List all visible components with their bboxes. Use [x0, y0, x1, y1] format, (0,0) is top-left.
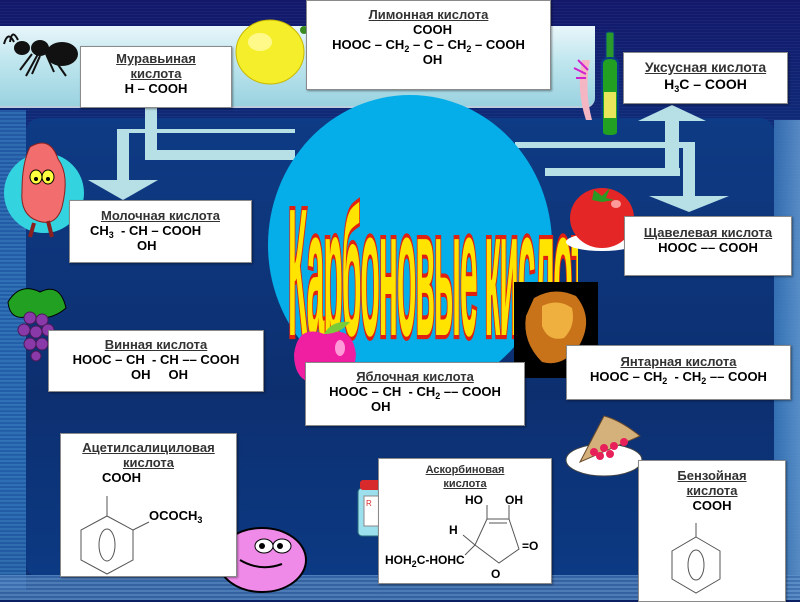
- tartaric-acid-main-chain: HOOC – CH - CH –– COOH: [72, 352, 240, 367]
- tartaric-acid-box: Винная кислота HOOC – CH - CH –– COOH OH…: [48, 330, 264, 392]
- citric-acid-name: Лимонная кислота: [368, 7, 489, 22]
- ascorbic-keto-label: =O: [522, 539, 539, 553]
- malic-acid-box: Яблочная кислота HOOC – CH - CH2 –– COOH…: [305, 362, 525, 426]
- tartaric-acid-bottom-groups: OH OH: [131, 367, 189, 382]
- ascorbic-acid-name-1: Аскорбиновая: [425, 464, 505, 476]
- acetylsalicylic-side-group: OCOCH3: [149, 508, 203, 525]
- ascorbic-ho-label: HO: [465, 493, 483, 507]
- benzoic-acid-name-1: Бензойная: [677, 468, 747, 483]
- acetylsalicylic-acid-box: Ацетилсалициловая кислота COOH OCOCH3: [60, 433, 237, 577]
- benzene-ring-structure: [80, 496, 150, 575]
- acetylsalicylic-acid-name-1: Ацетилсалициловая: [82, 440, 215, 455]
- lactic-acid-main-chain: CH3 - CH – COOH: [90, 223, 202, 240]
- benzoic-top-group: COOH: [692, 498, 732, 513]
- oxalic-acid-box: Щавелевая кислота HOOC –– COOH: [624, 216, 792, 276]
- ascorbic-acid-box: Аскорбиновая кислота HO OH H =O O HOH2C-…: [378, 458, 552, 584]
- benzoic-benzene-ring: [671, 523, 721, 594]
- succinic-acid-box: Янтарная кислота HOOC – CH2 - CH2 –– COO…: [566, 345, 791, 400]
- citric-acid-top-group: COOH: [413, 22, 452, 37]
- benzoic-acid-name-2: кислота: [686, 483, 738, 498]
- citric-acid-bottom-group: OH: [422, 52, 443, 67]
- grapes-icon: [7, 288, 67, 362]
- formic-acid-formula: H – COOH: [124, 81, 188, 96]
- lactic-acid-bottom-group: OH: [137, 238, 157, 253]
- pie-icon: [565, 415, 643, 477]
- lactic-acid-name: Молочная кислота: [100, 208, 220, 223]
- ascorbic-acid-name-2: кислота: [443, 478, 487, 490]
- oxalic-acid-formula: HOOC –– COOH: [658, 240, 758, 255]
- citric-acid-box: Лимонная кислота COOH HOOC – CH2 – C – C…: [306, 0, 551, 90]
- formic-acid-name-1: Муравьиная: [116, 51, 196, 66]
- acetylsalicylic-top-group: COOH: [102, 470, 141, 485]
- formic-acid-name-2: кислота: [130, 66, 182, 81]
- oxalic-acid-name: Щавелевая кислота: [643, 225, 773, 240]
- acetic-acid-name: Уксусная кислота: [644, 59, 767, 75]
- succinic-acid-main-chain: HOOC – CH2 - CH2 –– COOH: [590, 369, 767, 386]
- ascorbic-oh-label: OH: [505, 493, 523, 507]
- benzoic-acid-box: Бензойная кислота COOH: [638, 460, 786, 602]
- svg-text:R: R: [366, 499, 372, 508]
- ascorbic-ring-o-label: O: [491, 567, 501, 581]
- malic-acid-bottom-group: OH: [371, 399, 391, 414]
- citric-acid-main-chain: HOOC – CH2 – C – CH2 – COOH: [332, 37, 525, 54]
- succinic-acid-name: Янтарная кислота: [620, 354, 737, 369]
- lactic-acid-box: Молочная кислота CH3 - CH – COOH OH: [69, 200, 252, 263]
- ascorbic-ring-structure: [462, 505, 520, 564]
- acetic-acid-box: Уксусная кислота H3C – COOH: [623, 52, 788, 104]
- tartaric-acid-name: Винная кислота: [104, 337, 208, 352]
- tomato-icon: [566, 188, 638, 251]
- ant-icon: [3, 33, 78, 77]
- ascorbic-h-label: H: [449, 523, 458, 537]
- ascorbic-side-chain: HOH2C-HOHC: [385, 553, 465, 569]
- malic-acid-name: Яблочная кислота: [356, 369, 474, 384]
- acetylsalicylic-acid-name-2: кислота: [122, 455, 175, 470]
- bottle-icon: [573, 31, 619, 138]
- lemon-icon: [235, 19, 308, 85]
- malic-acid-main-chain: HOOC – CH - CH2 –– COOH: [329, 384, 501, 401]
- acetic-acid-formula: H3C – COOH: [664, 76, 747, 94]
- formic-acid-box: Муравьиная кислота H – COOH: [80, 46, 232, 108]
- stomach-icon: [4, 142, 84, 238]
